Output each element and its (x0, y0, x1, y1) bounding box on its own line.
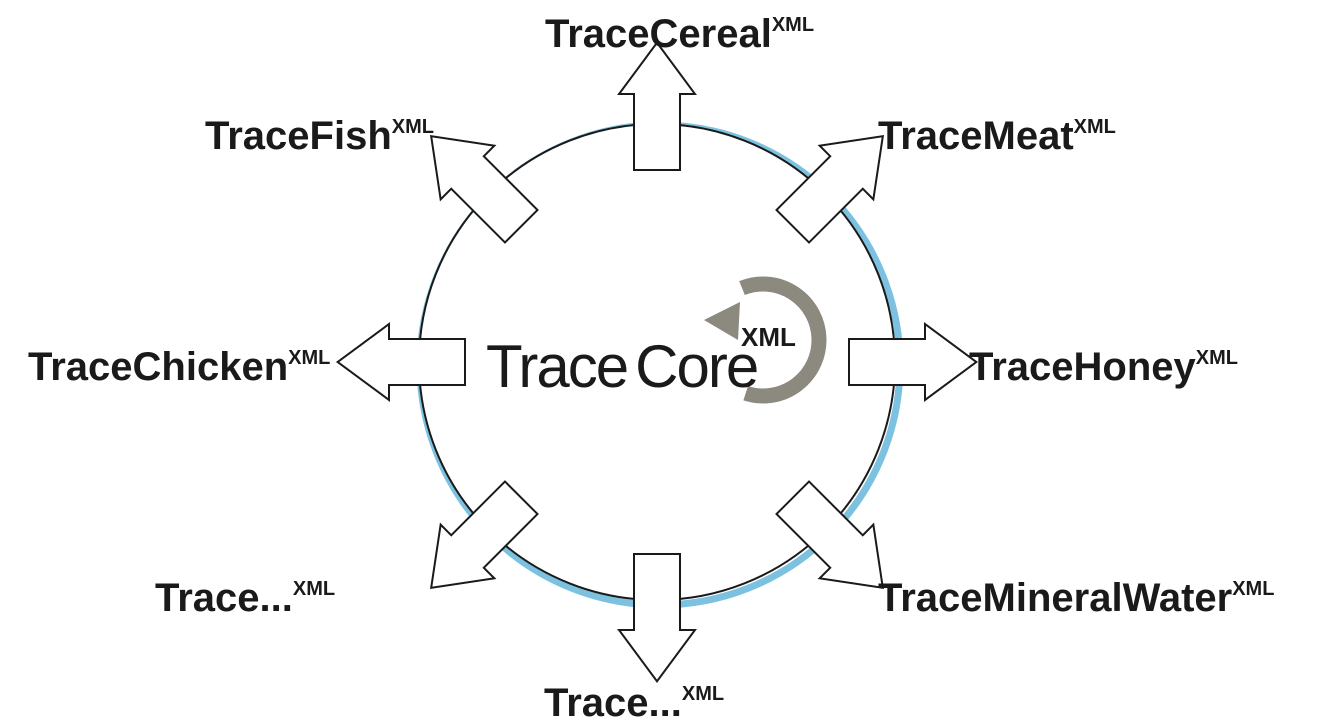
arrow-honey (848, 322, 979, 402)
core-word-core: Core (635, 333, 757, 400)
arrow-body (850, 326, 975, 398)
module-label-bottom: Trace...XML (544, 681, 724, 722)
core-word-trace: Trace (486, 333, 627, 400)
module-label-bottom-left: Trace...XML (155, 576, 335, 620)
arrow-body (432, 482, 537, 587)
arrow-body (777, 482, 882, 587)
arrow-body (777, 137, 882, 242)
module-label-chicken: TraceChickenXML (28, 345, 330, 389)
module-arrows (335, 40, 979, 684)
arrow-body (339, 326, 464, 398)
core-suffix: XML (741, 322, 796, 352)
module-label-mineral-water: TraceMineralWaterXML (878, 576, 1274, 620)
arrow-body (432, 137, 537, 242)
arrow-fish (429, 134, 539, 244)
module-label-honey: TraceHoneyXML (969, 345, 1238, 389)
module-label-fish: TraceFishXML (205, 114, 434, 158)
arrow-body (621, 555, 693, 680)
arrow-bottom (617, 553, 697, 684)
arrow-cereal (617, 40, 697, 171)
arrow-bottom-left (429, 480, 539, 590)
arrow-meat (775, 134, 885, 244)
arrow-body (621, 44, 693, 169)
arrow-chicken (335, 322, 466, 402)
module-label-cereal: TraceCerealXML (545, 12, 814, 56)
arrow-mineral-water (775, 480, 885, 590)
module-label-meat: TraceMeatXML (878, 114, 1116, 158)
cycle-arrow-icon (704, 276, 827, 404)
